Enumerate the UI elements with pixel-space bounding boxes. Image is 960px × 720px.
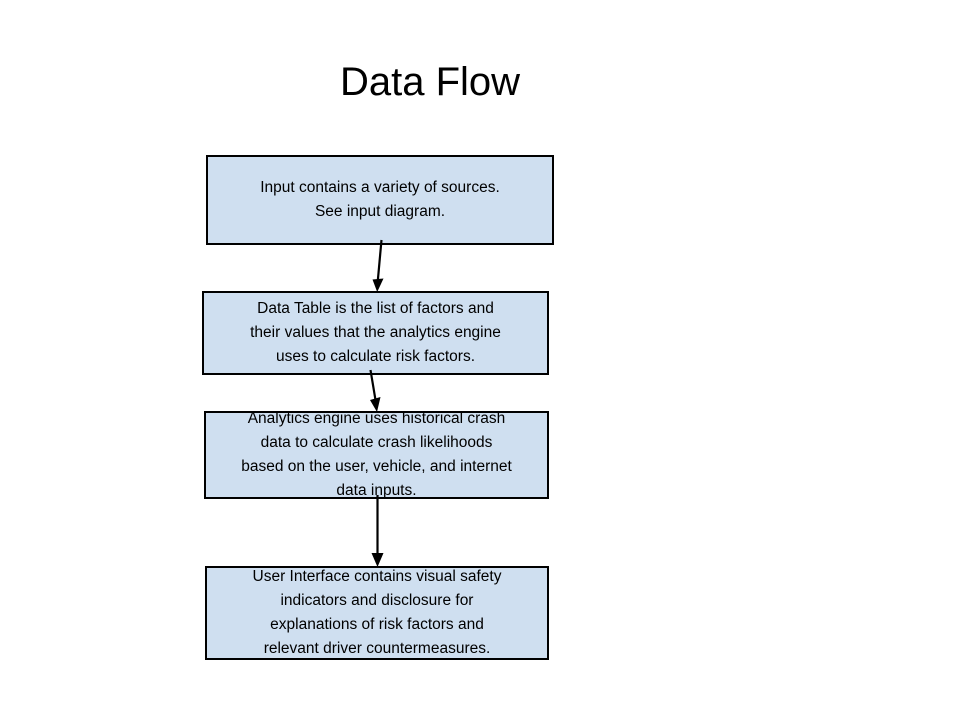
page-title: Data Flow bbox=[339, 60, 521, 104]
flow-node-input-label: Input contains a variety of sources. See… bbox=[260, 179, 500, 220]
connector-input-to-data-table bbox=[340, 239, 440, 296]
arrow-down-icon bbox=[372, 239, 384, 292]
flow-node-data-table[interactable]: Data Table is the list of factors and th… bbox=[202, 291, 549, 375]
flow-node-analytics-engine-label: Analytics engine uses historical crash d… bbox=[241, 410, 512, 499]
flow-node-user-interface-label: User Interface contains visual safety in… bbox=[252, 568, 502, 657]
arrow-down-icon bbox=[371, 495, 384, 567]
flow-node-analytics-engine[interactable]: Analytics engine uses historical crash d… bbox=[204, 410, 549, 499]
arrow-down-icon bbox=[369, 369, 381, 412]
connector-analytics-engine-to-user-interface bbox=[340, 495, 440, 570]
connector-data-table-to-analytics-engine bbox=[340, 369, 440, 415]
flow-node-data-table-label: Data Table is the list of factors and th… bbox=[250, 300, 501, 365]
flow-node-user-interface[interactable]: User Interface contains visual safety in… bbox=[205, 566, 549, 660]
flow-node-input[interactable]: Input contains a variety of sources. See… bbox=[206, 155, 554, 245]
